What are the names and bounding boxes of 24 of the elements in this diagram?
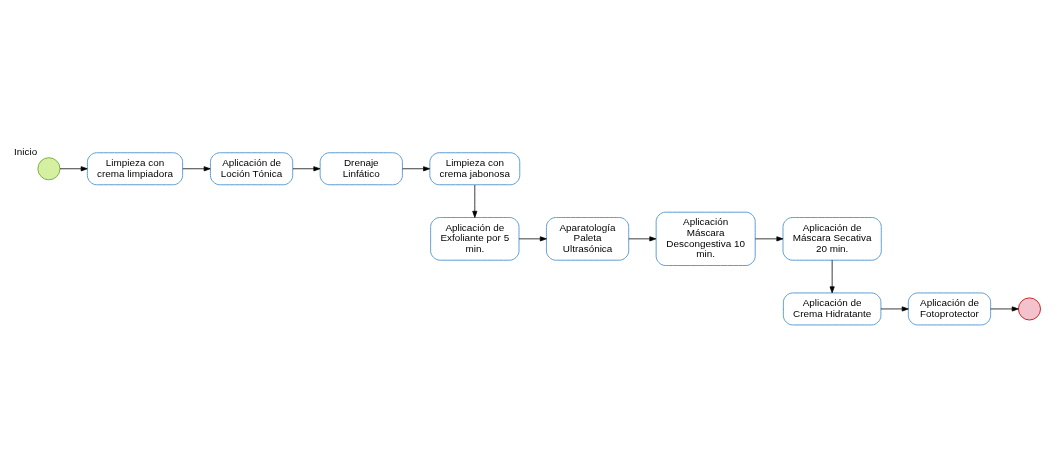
node-box: Aplicación Máscara Descongestiva 10 min. (655, 211, 756, 266)
arrow (518, 235, 547, 241)
arrow (292, 165, 321, 171)
node-box: Limpieza con crema jabonosa (429, 151, 521, 185)
node-box: Aplicación de Fotoprotector (907, 291, 992, 325)
arrow (472, 184, 478, 218)
node-box: Aplicación de Exfoliante por 5 min. (430, 216, 520, 261)
node-box: Drenaje Linfático (319, 151, 403, 185)
node-box: Aplicación de Máscara Secativa 20 min. (782, 216, 882, 261)
arrow (754, 235, 784, 241)
node-label: Inicio (14, 145, 38, 157)
arrow (829, 259, 835, 293)
arrow (628, 235, 657, 241)
node-circle (37, 156, 61, 180)
node-box: Limpieza con crema limpiadora (86, 151, 184, 185)
arrow (59, 165, 88, 171)
node-box: Aparatología Paleta Ultrasónica (545, 216, 630, 261)
arrow (990, 305, 1019, 311)
node-box: Aplicación de Crema Hidratante (782, 291, 882, 325)
node-circle (1017, 296, 1041, 320)
arrow (880, 305, 909, 311)
arrow (182, 165, 211, 171)
node-box: Aplicación de Loción Tónica (209, 151, 294, 185)
arrow (402, 165, 430, 171)
